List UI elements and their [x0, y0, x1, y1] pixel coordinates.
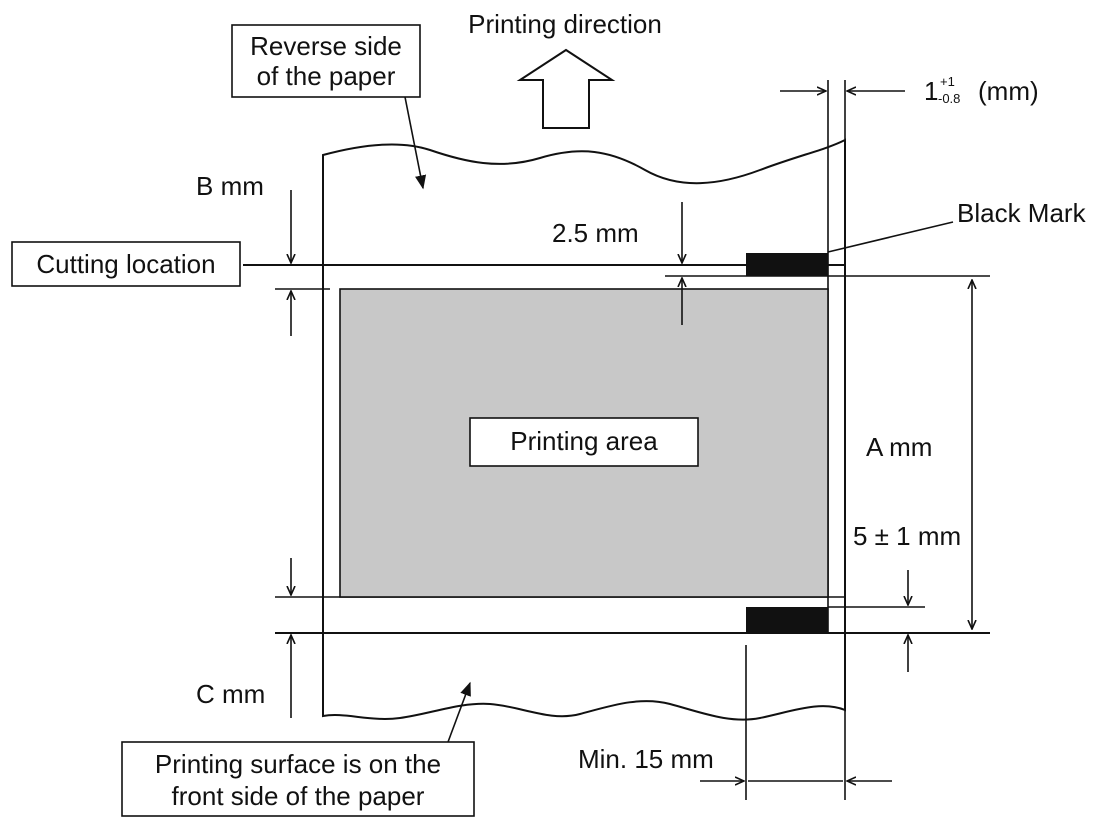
tolerance-unit: (mm)	[978, 76, 1039, 106]
paper-outline	[322, 138, 846, 721]
printing-surface-leader	[447, 681, 471, 743]
printing-area-rect	[339, 288, 829, 598]
printing-direction-arrow-icon	[516, 48, 616, 129]
printing-surface-line2: front side of the paper	[172, 781, 425, 811]
reverse-side-label-line1: Reverse side	[250, 31, 402, 61]
reverse-side-label-line2: of the paper	[257, 61, 396, 91]
printing-area-label: Printing area	[510, 426, 658, 456]
two-five-mm-label: 2.5 mm	[552, 218, 639, 248]
black-mark-label: Black Mark	[957, 198, 1087, 228]
b-mm-label: B mm	[196, 171, 264, 201]
printing-surface-box	[121, 741, 475, 817]
black-mark-bottom	[746, 607, 828, 633]
printing-surface-line1: Printing surface is on the	[155, 749, 441, 779]
reverse-side-box	[231, 24, 421, 98]
black-mark-leader	[827, 221, 954, 253]
tolerance-plus: +1	[940, 74, 955, 89]
tolerance-base: 1	[924, 76, 938, 106]
min15-label: Min. 15 mm	[578, 744, 714, 774]
cutting-location-label: Cutting location	[36, 249, 215, 279]
a-mm-label: A mm	[866, 432, 932, 462]
c-mm-label: C mm	[196, 679, 265, 709]
five-pm-one-label: 5 ± 1 mm	[853, 521, 961, 551]
tolerance-minus: -0.8	[938, 91, 960, 106]
reverse-side-leader	[404, 96, 427, 190]
cutting-location-box	[11, 241, 241, 287]
printing-direction-label: Printing direction	[468, 9, 662, 39]
printing-area-label-box	[469, 417, 699, 467]
black-mark-top	[746, 253, 828, 276]
